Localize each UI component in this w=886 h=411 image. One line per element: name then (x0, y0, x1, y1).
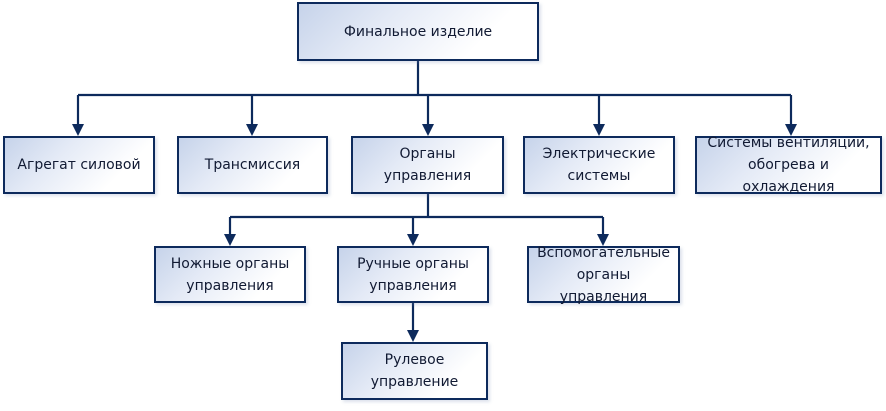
node-steering[interactable]: Рулевое управление (341, 342, 488, 400)
arrowhead-controls (422, 124, 434, 136)
node-hvac-systems[interactable]: Системы вентиляции, обогрева и охлаждени… (695, 135, 882, 195)
node-label: Органы управления (383, 146, 472, 184)
node-label: Электрические системы (542, 146, 656, 184)
arrowhead-foot-controls (224, 234, 236, 246)
arrowhead-aux-controls (597, 234, 609, 246)
node-label: Трансмиссия (204, 157, 301, 173)
node-final-product[interactable]: Финальное изделие (297, 2, 539, 61)
node-label: Вспомогательные органы управления (537, 244, 670, 305)
node-power-unit[interactable]: Агрегат силовой (3, 136, 155, 194)
arrowhead-hand-controls (407, 234, 419, 246)
node-label: Финальное изделие (343, 23, 493, 40)
arrowhead-power-unit (72, 124, 84, 136)
node-label: Агрегат силовой (17, 157, 141, 173)
node-aux-controls[interactable]: Вспомогательные органы управления (527, 245, 680, 305)
arrowhead-hvac (785, 124, 797, 136)
arrowhead-steering (407, 330, 419, 342)
arrowhead-electrical (593, 124, 605, 136)
node-hand-controls[interactable]: Ручные органы управления (337, 246, 489, 303)
node-label: Рулевое управление (370, 352, 459, 390)
node-electrical-systems[interactable]: Электрические системы (523, 136, 675, 194)
node-label: Ножные органы управления (170, 255, 290, 294)
node-controls[interactable]: Органы управления (351, 136, 504, 194)
arrowhead-transmission (246, 124, 258, 136)
node-label: Ручные органы управления (357, 255, 469, 294)
node-transmission[interactable]: Трансмиссия (177, 136, 328, 194)
node-label: Системы вентиляции, обогрева и охлаждени… (707, 135, 870, 195)
node-foot-controls[interactable]: Ножные органы управления (154, 246, 306, 303)
